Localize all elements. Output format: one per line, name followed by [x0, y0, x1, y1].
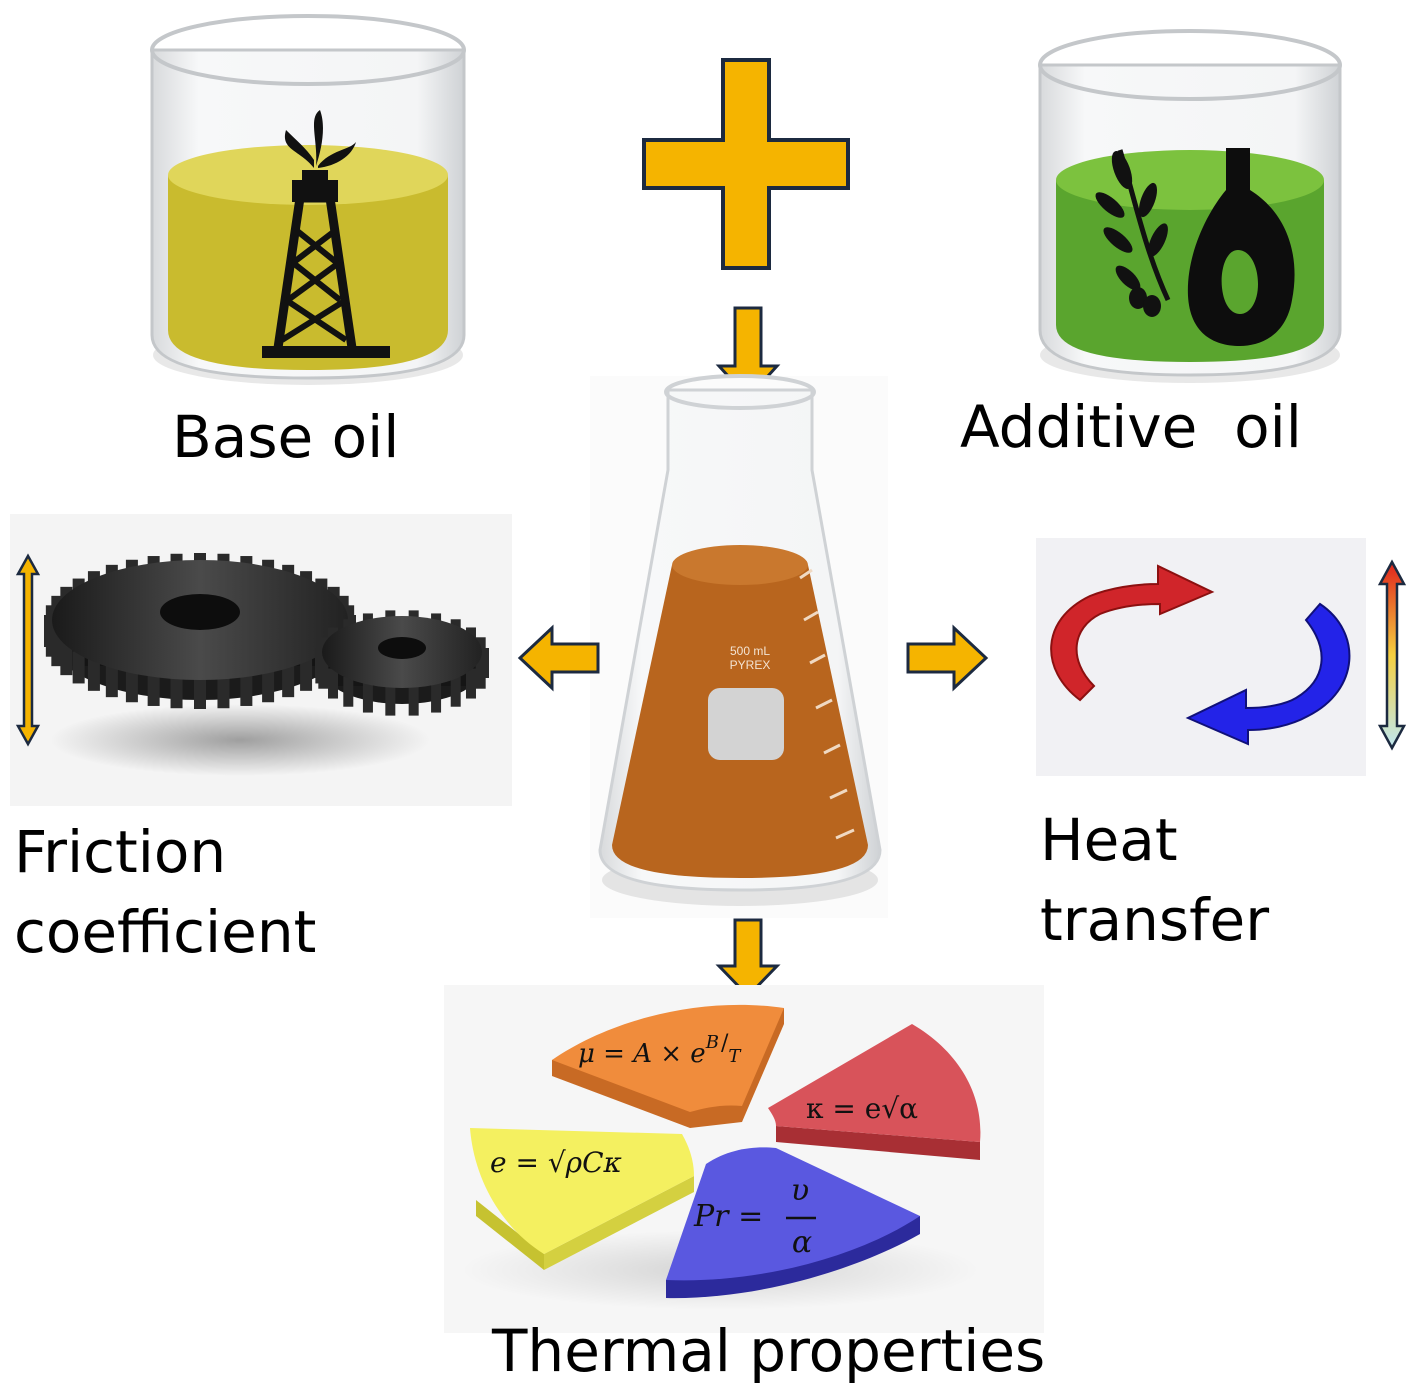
heat-transfer-label: Heat transfer [1040, 806, 1270, 954]
thermal-properties-image: μ = A × eB/T κ = e√α e = √ρCκ Pr = υ α [444, 985, 1044, 1333]
arrow-right-to-heat [906, 624, 989, 692]
gear-tooth [328, 668, 339, 699]
prandtl-equation-numerator: υ [791, 1173, 809, 1208]
friction-coefficient-label: Friction coefficient [14, 818, 317, 966]
viscosity-slice [552, 1004, 784, 1128]
mixture-flask: 500 mL PYREX [590, 374, 888, 918]
oil-derrick-icon [262, 110, 390, 358]
flask-brand-label: PYREX [730, 658, 771, 672]
gear-tooth [431, 682, 442, 713]
gear-tooth [194, 677, 206, 709]
gears-image [10, 514, 512, 806]
gear-tooth [87, 658, 100, 691]
gear-tooth [72, 651, 85, 684]
gear-tooth [125, 670, 138, 703]
olive-branch-icon [1095, 149, 1171, 317]
oil-bottle-icon [1187, 148, 1295, 346]
large-gear-icon [44, 553, 356, 709]
gear-tooth [170, 676, 183, 709]
prandtl-equation-lhs: Pr = [693, 1199, 763, 1234]
gear-tooth [262, 670, 275, 703]
additive-oil-label: Additive oil [960, 393, 1302, 461]
effusivity-slice [470, 1128, 694, 1270]
temperature-double-arrow-icon [1377, 559, 1407, 751]
gear-tooth [343, 676, 354, 707]
prandtl-equation-denominator: α [792, 1225, 812, 1260]
prandtl-slice [666, 1147, 920, 1299]
thermal-properties-label: Thermal properties [492, 1317, 1046, 1385]
gear-tooth [147, 673, 160, 706]
gear-tooth [282, 665, 295, 698]
gear-tooth [408, 685, 419, 716]
base-oil-label: Base oil [172, 403, 400, 471]
arrow-left-to-friction [517, 624, 600, 692]
gear-tooth [60, 643, 73, 676]
friction-double-arrow-icon [15, 553, 41, 747]
conductivity-slice [768, 1024, 981, 1160]
flask-graduation-marks [799, 568, 855, 840]
gear-tooth [450, 676, 461, 707]
small-gear-icon [315, 610, 489, 716]
conductivity-equation: κ = e√α [806, 1092, 918, 1125]
plus-icon [642, 58, 850, 270]
additive-oil-beaker [1038, 29, 1342, 383]
gear-tooth [105, 665, 118, 698]
gear-tooth [385, 685, 396, 716]
heat-transfer-image [1036, 538, 1366, 776]
viscosity-equation: μ = A × eB/T [578, 1031, 742, 1069]
arrow-down-to-properties [715, 918, 781, 999]
base-oil-beaker [150, 14, 466, 385]
red-circular-arrow-icon [1050, 564, 1215, 702]
flask-label-patch [708, 688, 784, 760]
gear-tooth [240, 673, 253, 706]
gear-tooth [362, 682, 373, 713]
blue-circular-arrow-icon [1185, 602, 1351, 746]
gear-tooth [300, 658, 313, 691]
gear-tooth [465, 668, 476, 699]
effusivity-equation: e = √ρCκ [490, 1146, 622, 1179]
gear-tooth [475, 658, 486, 689]
gear-tooth [217, 676, 230, 709]
flask-volume-label: 500 mL [730, 644, 770, 658]
